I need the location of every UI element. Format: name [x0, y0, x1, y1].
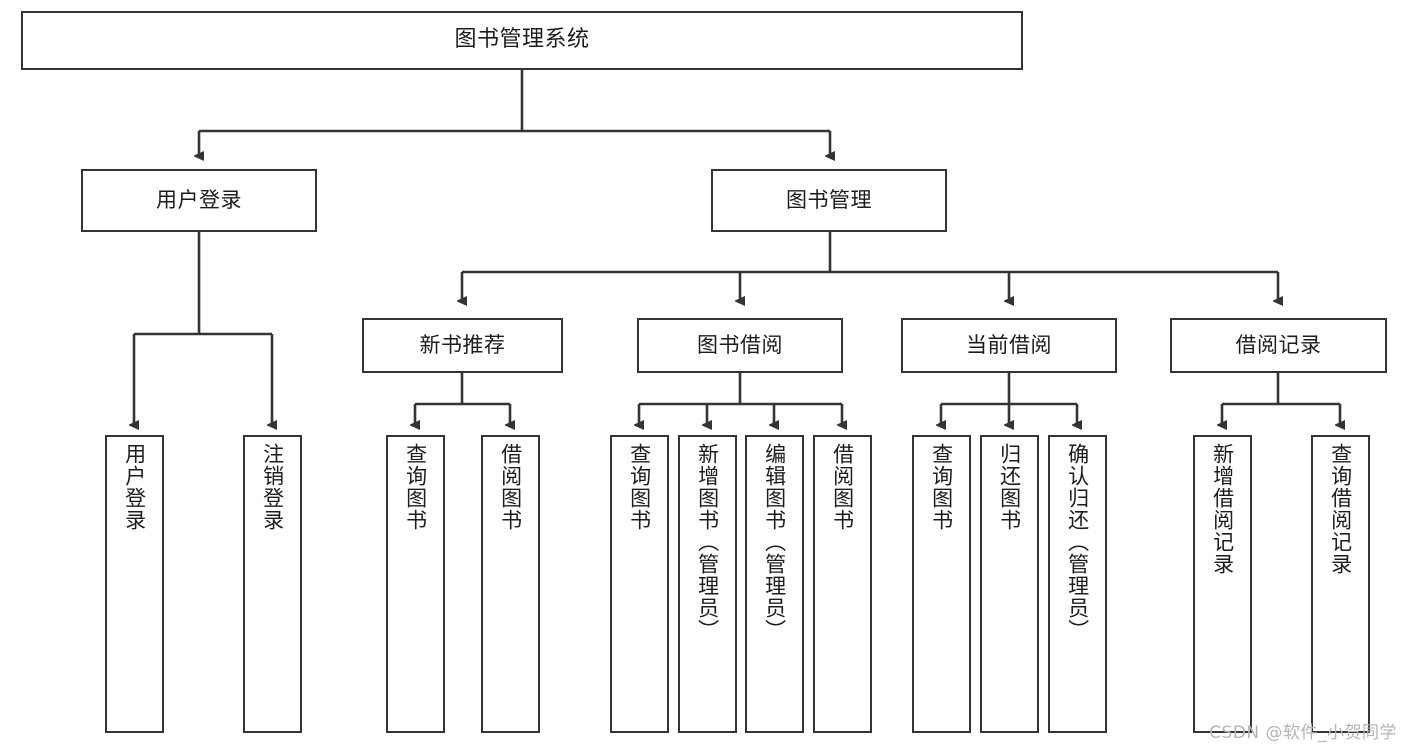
node-leaf-query-record-label: 查询借阅记录 [1328, 443, 1353, 575]
node-leaf-query-record[interactable]: 查询借阅记录 [1311, 435, 1370, 733]
node-new-book-recommend[interactable]: 新书推荐 [362, 318, 563, 373]
node-leaf-user-logout-label: 注销登录 [260, 443, 285, 531]
node-leaf-return-book[interactable]: 归还图书 [980, 435, 1039, 733]
node-new-book-recommend-label: 新书推荐 [419, 332, 506, 357]
watermark: CSDN @软件_小贺同学 [1209, 723, 1397, 743]
node-leaf-add-book-label: 新增图书（管理员） [695, 443, 720, 641]
node-leaf-query-book-1-label: 查询图书 [403, 443, 428, 531]
node-leaf-add-record-label: 新增借阅记录 [1210, 443, 1235, 575]
node-leaf-query-book-2[interactable]: 查询图书 [610, 435, 669, 733]
node-leaf-query-book-3[interactable]: 查询图书 [912, 435, 971, 733]
node-book-manage-label: 图书管理 [786, 187, 872, 212]
node-current-borrow-label: 当前借阅 [966, 332, 1052, 357]
node-root[interactable]: 图书管理系统 [21, 11, 1023, 70]
node-root-label: 图书管理系统 [454, 27, 590, 53]
node-leaf-add-book[interactable]: 新增图书（管理员） [678, 435, 737, 733]
node-leaf-return-book-label: 归还图书 [997, 443, 1022, 531]
node-leaf-borrow-book-2-label: 借阅图书 [830, 443, 855, 531]
node-book-manage[interactable]: 图书管理 [711, 169, 947, 232]
node-leaf-user-login-label: 用户登录 [122, 443, 147, 531]
node-leaf-confirm-return-label: 确认归还（管理员） [1065, 443, 1090, 641]
node-borrow-record-label: 借阅记录 [1235, 332, 1322, 357]
node-leaf-confirm-return[interactable]: 确认归还（管理员） [1048, 435, 1107, 733]
node-user-login[interactable]: 用户登录 [81, 169, 317, 232]
node-leaf-edit-book-label: 编辑图书（管理员） [762, 443, 787, 641]
node-leaf-user-login[interactable]: 用户登录 [105, 435, 164, 733]
node-leaf-borrow-book-1-label: 借阅图书 [498, 443, 523, 531]
node-leaf-edit-book[interactable]: 编辑图书（管理员） [745, 435, 804, 733]
node-book-borrow-label: 图书借阅 [697, 332, 783, 357]
node-leaf-query-book-2-label: 查询图书 [627, 443, 652, 531]
node-current-borrow[interactable]: 当前借阅 [901, 318, 1117, 373]
node-leaf-user-logout[interactable]: 注销登录 [243, 435, 302, 733]
node-borrow-record[interactable]: 借阅记录 [1170, 318, 1387, 373]
node-leaf-borrow-book-1[interactable]: 借阅图书 [481, 435, 540, 733]
node-user-login-label: 用户登录 [156, 187, 242, 212]
node-leaf-query-book-1[interactable]: 查询图书 [386, 435, 445, 733]
node-book-borrow[interactable]: 图书借阅 [637, 318, 843, 373]
node-leaf-query-book-3-label: 查询图书 [929, 443, 954, 531]
node-leaf-borrow-book-2[interactable]: 借阅图书 [813, 435, 872, 733]
node-leaf-add-record[interactable]: 新增借阅记录 [1193, 435, 1252, 733]
